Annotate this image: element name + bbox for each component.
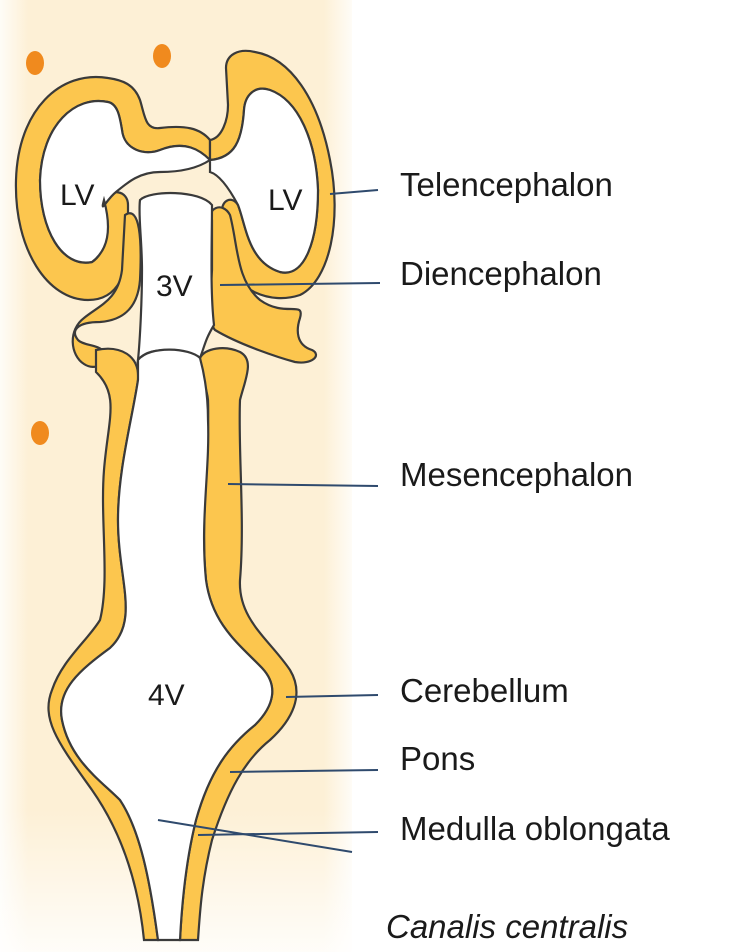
- cavity-label-lv-left: LV: [60, 179, 94, 212]
- cavity-label-fourth-ventricle: 4V: [148, 679, 185, 712]
- decorative-dot: [31, 421, 49, 445]
- label-telencephalon: Telencephalon: [400, 166, 613, 203]
- decorative-dot: [153, 44, 171, 68]
- decorative-dot: [26, 51, 44, 75]
- label-canalis-centralis: Canalis centralis: [386, 908, 628, 945]
- cavity-label-lv-right: LV: [268, 184, 302, 217]
- cavity-label-third-ventricle: 3V: [156, 270, 193, 303]
- label-diencephalon: Diencephalon: [400, 255, 602, 292]
- label-pons: Pons: [400, 740, 475, 777]
- label-cerebellum: Cerebellum: [400, 672, 569, 709]
- label-mesencephalon: Mesencephalon: [400, 456, 633, 493]
- label-medulla: Medulla oblongata: [400, 810, 670, 847]
